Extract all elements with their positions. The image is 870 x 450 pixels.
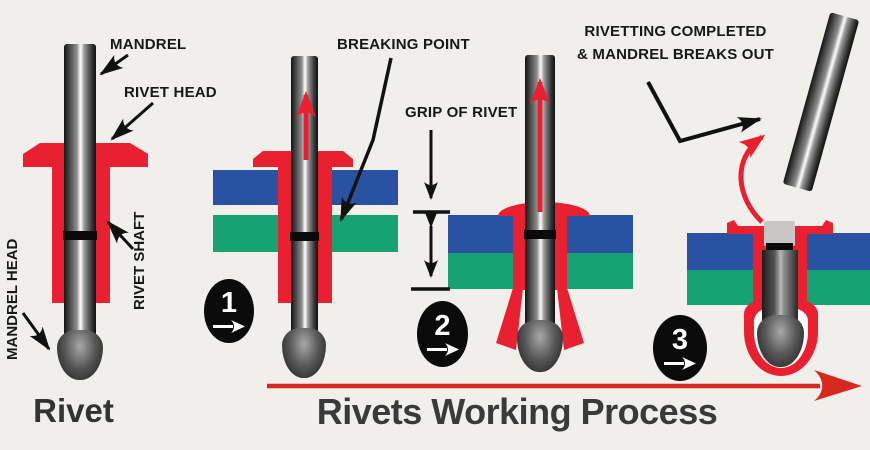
mandrel-eject-curved-arrow (738, 134, 766, 224)
mandrel-rod (64, 44, 96, 336)
stage2-breaking-point-band (524, 230, 556, 239)
rivet-diagram-title: Rivet (33, 392, 114, 429)
breaking-point-band (63, 231, 97, 240)
stage3-breaking-point-band (766, 243, 793, 253)
stage3-mandrel-head-bulb (757, 315, 804, 367)
right-arrow-icon (426, 343, 459, 356)
rivetting-completed-line2: & MANDREL BREAKS OUT (576, 46, 775, 64)
step-1-number: 1 (220, 287, 238, 319)
stage1-mandrel-head-bulb (282, 328, 326, 378)
mandrel-leader-arrow (99, 53, 129, 76)
stage2-mandrel-head-bulb (517, 320, 563, 372)
process-title: Rivets Working Process (316, 391, 718, 432)
mandrel-breaks-out-leader-arrow (646, 81, 762, 144)
step-1-badge: 1 (204, 279, 254, 343)
process-timeline-arrowhead (814, 370, 862, 401)
mandrel-label: MANDREL (110, 36, 187, 53)
stage1-breaking-point-band (290, 232, 319, 241)
mandrel-head-label: MANDREL HEAD (4, 238, 21, 360)
mandrel-head-bulb (57, 330, 103, 380)
mandrel-head-leader-arrow (21, 312, 51, 351)
ejected-mandrel-rod (782, 12, 860, 192)
step-3-badge: 3 (653, 315, 707, 381)
stage1-mandrel-rod (291, 56, 318, 332)
stage3-inner-mandrel-rod (762, 250, 798, 322)
grip-of-rivet-label: GRIP OF RIVET (405, 104, 518, 121)
step-2-number: 2 (434, 310, 451, 342)
rivetting-completed-label: RIVETTING COMPLETED & MANDREL BREAKS OUT (573, 20, 778, 67)
rivet-shaft-leader-arrow (106, 220, 135, 251)
step-3-number: 3 (671, 324, 689, 356)
rivet-head-label: RIVET HEAD (124, 84, 217, 101)
stage3-broken-mandrel-stub (764, 221, 795, 246)
rivet-head-leader-arrow (110, 101, 154, 141)
rivet-shaft-label: RIVET SHAFT (131, 211, 148, 310)
breaking-point-label: BREAKING POINT (337, 36, 470, 53)
right-arrow-icon (213, 320, 245, 333)
right-arrow-icon (664, 357, 696, 370)
rivetting-completed-line1: RIVETTING COMPLETED (584, 23, 767, 40)
stage2-mandrel-rod (525, 55, 555, 325)
step-2-badge: 2 (417, 301, 468, 367)
